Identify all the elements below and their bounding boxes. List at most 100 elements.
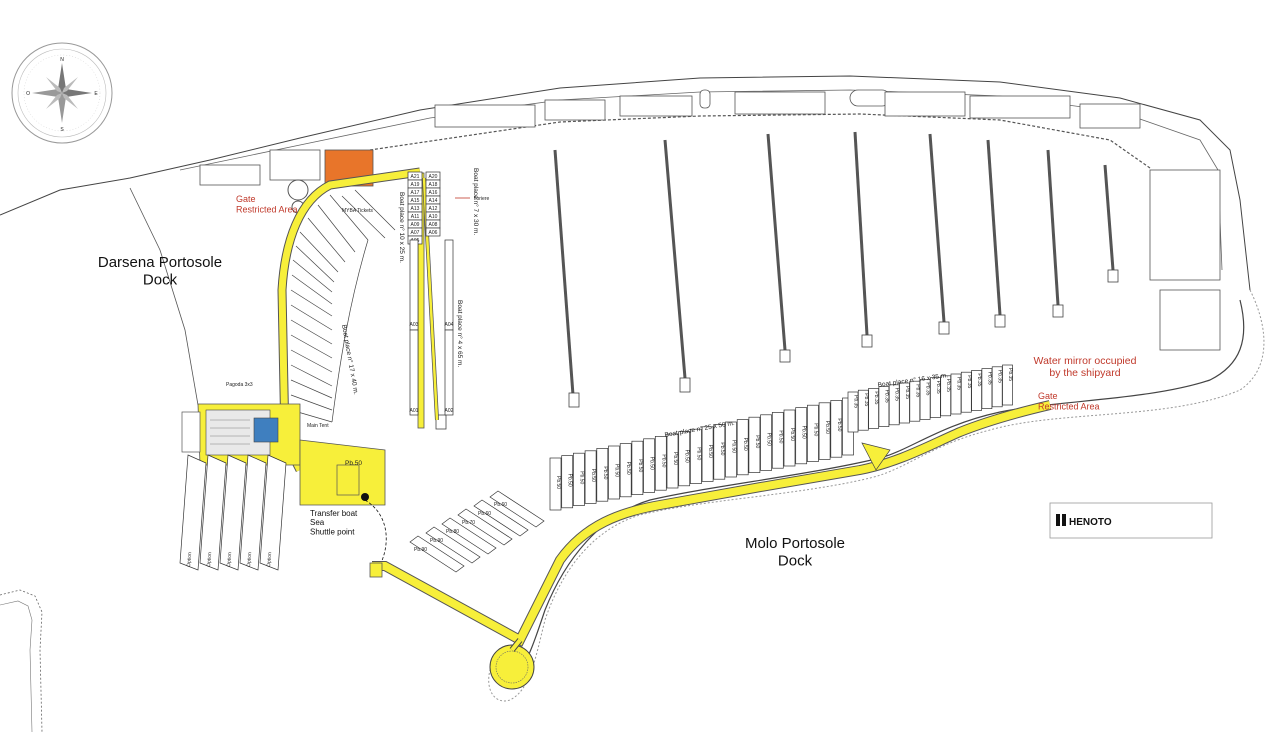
molo-tip [369, 562, 383, 578]
west-breakwater [0, 589, 43, 733]
pb50-berth [795, 407, 808, 465]
darsena-fan-berths [290, 189, 396, 423]
finger-a-berth-label: A21 [411, 174, 420, 180]
pier [853, 131, 873, 348]
pier [663, 139, 691, 393]
berth-a02: A02 [445, 408, 454, 414]
pb35-berth-label: Pb.35 [853, 395, 859, 408]
finger-a-berth-label: A12 [429, 206, 438, 212]
pb-south-berth [489, 490, 545, 528]
option-berth-label: Option [266, 552, 273, 567]
pb-south-berth-label: Pb.60 [494, 502, 507, 508]
molo-lighthouse [489, 638, 535, 690]
finger-a-berth-label: A09 [411, 222, 420, 228]
pb-south-berth-label: Pb.70 [462, 520, 475, 526]
pb35-berth-label: Pb.35 [1007, 368, 1013, 381]
fioriere-label: fioriere [474, 196, 490, 202]
compass-n: N [60, 57, 64, 63]
pb-south-berth-label: Pb.90 [414, 547, 427, 553]
west-breakwater-inner [0, 600, 33, 733]
option-berth [239, 454, 267, 571]
pb35-berth [1002, 364, 1013, 406]
pb50-berth [830, 400, 843, 458]
pb35-berth-label: Pb.35 [883, 390, 889, 403]
molo-triangle [861, 442, 891, 471]
myba-label: MYBA Tickets [342, 208, 373, 214]
pb50-berth [596, 448, 609, 502]
pb50-berth [701, 426, 714, 482]
pb50-berth-label: Pb.50 [614, 464, 620, 477]
darsena-curved-walkway-fill [278, 168, 421, 472]
henoto-logo: HENOTO [1069, 517, 1112, 528]
pb50-berth [713, 424, 726, 480]
pb35-berth-label: Pb.35 [997, 370, 1003, 383]
berth-pb50-darsena: Pb.50 [345, 460, 362, 467]
pb50-berth-label: Pb.50 [590, 469, 596, 482]
bp-7x30-label: Boat place n° 7 x 30 m. [472, 168, 480, 235]
molo-outer-shore [488, 289, 1265, 702]
pb50-berth [619, 443, 632, 498]
pb50-berth [807, 404, 819, 462]
pb35-berth-label: Pb.35 [914, 384, 920, 397]
pb50-berth-label: Pb.50 [801, 426, 807, 439]
finger-a-berth-label: A10 [429, 214, 438, 220]
pb50-berth-label: Pb.50 [695, 447, 701, 460]
pb50-berth-label: Pb.50 [754, 435, 760, 448]
pb50-berth [573, 452, 585, 506]
finger-a-berth-label: A16 [429, 190, 438, 196]
pb50-berth-label: Pb.50 [637, 459, 643, 472]
pb50-berth-label: Pb.50 [684, 450, 690, 463]
pb50-berth-label: Pb.50 [567, 474, 573, 487]
pb50-berth-label: Pb.50 [766, 433, 772, 446]
option-berth-label: Option [246, 552, 253, 567]
pb50-berth [760, 414, 772, 471]
berth-a01: A01 [410, 408, 419, 414]
main-tent-block [253, 417, 279, 443]
pb50-berth-label: Pb.50 [812, 423, 818, 436]
finger-a-slot [425, 227, 441, 237]
pb50-berth [748, 416, 761, 473]
pb50-berth [678, 431, 691, 487]
bp-10x25-label: Boat place n° 10 x 25 m. [398, 192, 406, 263]
darsena-plaza [181, 403, 386, 506]
pb35-berth-label: Pb.35 [986, 372, 992, 385]
option-berth-label: Option [186, 552, 193, 567]
pb50-berth [690, 428, 702, 484]
molo-walkway [372, 401, 1051, 646]
pb50-berth [608, 445, 620, 500]
pb50-berth-label: Pb.50 [824, 421, 830, 434]
pb50-berth [783, 409, 796, 467]
coastal-road [179, 89, 1223, 271]
pier [1046, 149, 1064, 318]
option-berth [179, 454, 207, 571]
finger-a-berth-label: A15 [411, 198, 420, 204]
finger-a-berth-label: A13 [411, 206, 420, 212]
option-berth [259, 454, 287, 571]
pb-south-berth [473, 499, 529, 537]
finger-a-berth-label: A06 [429, 230, 438, 236]
main-tent-label: Main Tent [307, 423, 329, 429]
pb35-berth-label: Pb.35 [925, 382, 931, 395]
henoto-logo-icon [1056, 514, 1060, 526]
pb50-berth-label: Pb.50 [660, 454, 666, 467]
berth-a04: A04 [445, 322, 454, 328]
finger-a-berth-label: A08 [429, 222, 438, 228]
pb35-berth-label: Pb.35 [935, 381, 941, 394]
finger-a-berth-label: A19 [411, 182, 420, 188]
pb50-berth [584, 450, 597, 504]
pb-south-berth-label: Pb.90 [430, 538, 443, 544]
pb35-berth-label: Pb.35 [945, 379, 951, 392]
pb50-berth [736, 419, 749, 476]
finger-b-berths: A03 A04 A01 A02 [410, 239, 454, 416]
finger-a-berth-label: A11 [411, 214, 420, 220]
pb-south-berth [409, 535, 465, 573]
pb-south-berth [425, 526, 481, 564]
compass-rose-icon: N S E O [11, 42, 113, 144]
pb50-berth-label: Pb.50 [649, 457, 655, 470]
